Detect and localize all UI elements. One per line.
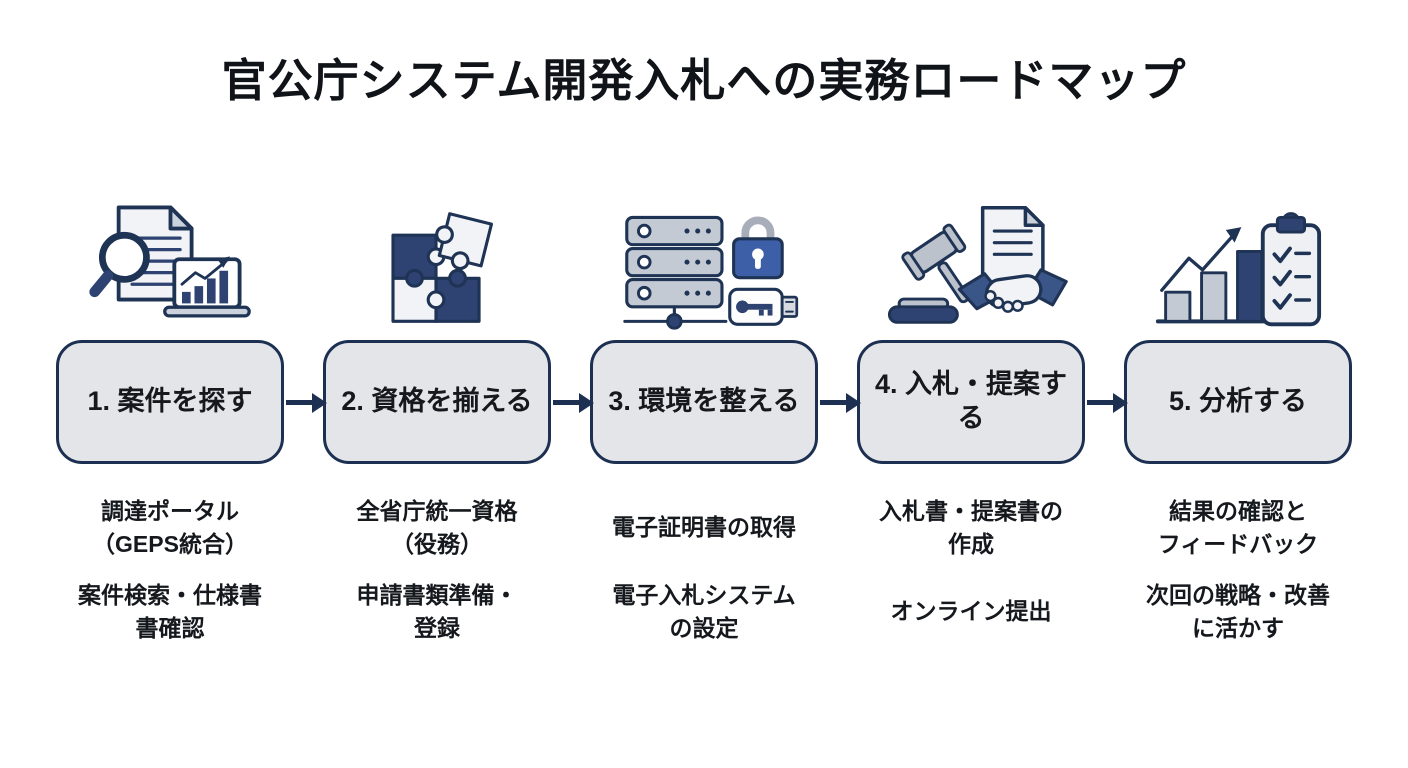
step-3-detail-2: 電子入札システム の設定 xyxy=(612,581,796,641)
server-lock-key-icon xyxy=(609,188,799,334)
step-4-detail-2: オンライン提出 xyxy=(890,598,1052,625)
step-3-detail-1: 電子証明書の取得 xyxy=(612,514,796,541)
flow-arrow-4 xyxy=(1087,400,1113,405)
step-2-box: 2. 資格を揃える xyxy=(323,340,551,464)
step-1-box: 1. 案件を探す xyxy=(56,340,284,464)
step-3: 3. 環境を整える 電子証明書の取得 電子入札システム の設定 xyxy=(590,188,818,654)
step-4-detail-1: 入札書・提案書の 作成 xyxy=(879,497,1063,557)
step-4-box: 4. 入札・提案す る xyxy=(857,340,1085,464)
step-5-details: 結果の確認と フィードバック 次回の戦略・改善 に活かす xyxy=(1113,486,1363,654)
step-4-label: 4. 入札・提案す る xyxy=(874,369,1068,433)
step-1-detail-1: 調達ポータル （GEPS統合） xyxy=(92,497,248,557)
flow-arrow-2 xyxy=(553,400,579,405)
step-3-details: 電子証明書の取得 電子入札システム の設定 xyxy=(579,486,829,654)
step-3-box: 3. 環境を整える xyxy=(590,340,818,464)
step-2: 2. 資格を揃える 全省庁統一資格 （役務） 申請書類準備・ 登録 xyxy=(323,188,551,654)
puzzle-pieces-icon xyxy=(362,188,512,334)
step-3-label: 3. 環境を整える xyxy=(608,386,800,417)
step-4: 4. 入札・提案す る 入札書・提案書の 作成 オンライン提出 xyxy=(857,188,1085,654)
step-2-details: 全省庁統一資格 （役務） 申請書類準備・ 登録 xyxy=(312,486,562,654)
step-5-detail-2: 次回の戦略・改善 に活かす xyxy=(1146,581,1330,641)
flow-arrow-3 xyxy=(820,400,846,405)
step-1-label: 1. 案件を探す xyxy=(87,386,253,417)
steps-row: 1. 案件を探す 調達ポータル （GEPS統合） 案件検索・仕様書 書確認 xyxy=(56,188,1352,654)
gavel-handshake-icon xyxy=(872,188,1070,334)
step-4-details: 入札書・提案書の 作成 オンライン提出 xyxy=(846,486,1096,654)
page-title: 官公庁システム開発入札への実務ロードマップ xyxy=(221,55,1187,106)
step-2-label: 2. 資格を揃える xyxy=(341,386,533,417)
step-5-box: 5. 分析する xyxy=(1124,340,1352,464)
step-2-detail-2: 申請書類準備・ 登録 xyxy=(356,581,518,641)
step-5: 5. 分析する 結果の確認と フィードバック 次回の戦略・改善 に活かす xyxy=(1124,188,1352,654)
flow-arrow-1 xyxy=(286,400,312,405)
step-1: 1. 案件を探す 調達ポータル （GEPS統合） 案件検索・仕様書 書確認 xyxy=(56,188,284,654)
step-1-detail-2: 案件検索・仕様書 書確認 xyxy=(78,581,262,641)
step-1-details: 調達ポータル （GEPS統合） 案件検索・仕様書 書確認 xyxy=(45,486,295,654)
search-document-laptop-icon xyxy=(86,188,254,334)
step-5-detail-1: 結果の確認と フィードバック xyxy=(1157,497,1319,557)
step-5-label: 5. 分析する xyxy=(1168,386,1308,417)
trend-chart-clipboard-icon xyxy=(1147,188,1329,334)
step-2-detail-1: 全省庁統一資格 （役務） xyxy=(356,497,518,557)
